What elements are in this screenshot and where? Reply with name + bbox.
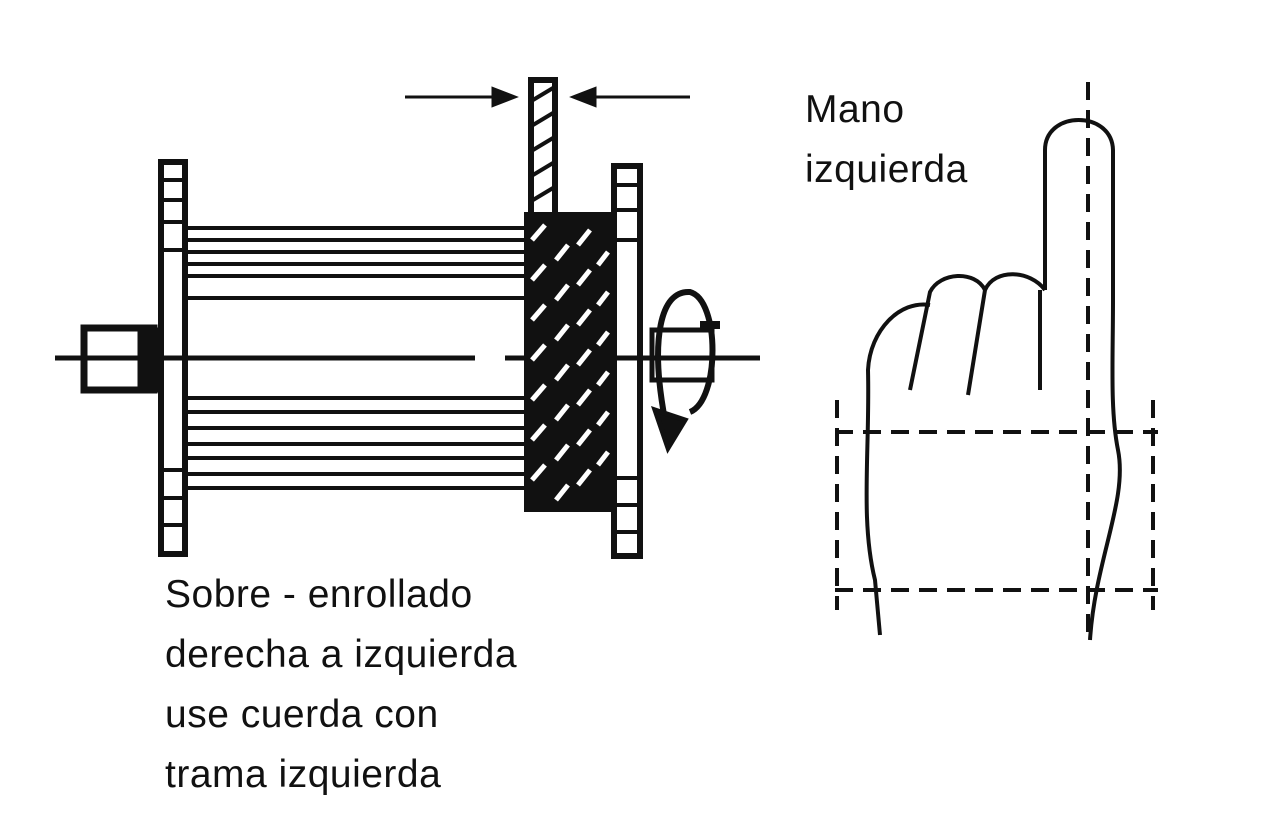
wire-strands: [185, 226, 525, 490]
caption-line-3: use cuerda con: [165, 693, 439, 736]
hand-label-line-1: Mano: [805, 88, 905, 131]
hand-label-line-2: izquierda: [805, 148, 968, 191]
caption-line-1: Sobre - enrollado: [165, 573, 473, 616]
right-flange: [611, 163, 643, 559]
rotation-arrow: [655, 289, 716, 421]
left-hand-drawing: [864, 118, 1122, 641]
caption-line-2: derecha a izquierda: [165, 633, 518, 676]
left-flange: [158, 159, 188, 557]
dashed-guides: [835, 82, 1158, 640]
rope-lead: [528, 77, 558, 223]
caption-line-4: trama izquierda: [165, 753, 442, 796]
